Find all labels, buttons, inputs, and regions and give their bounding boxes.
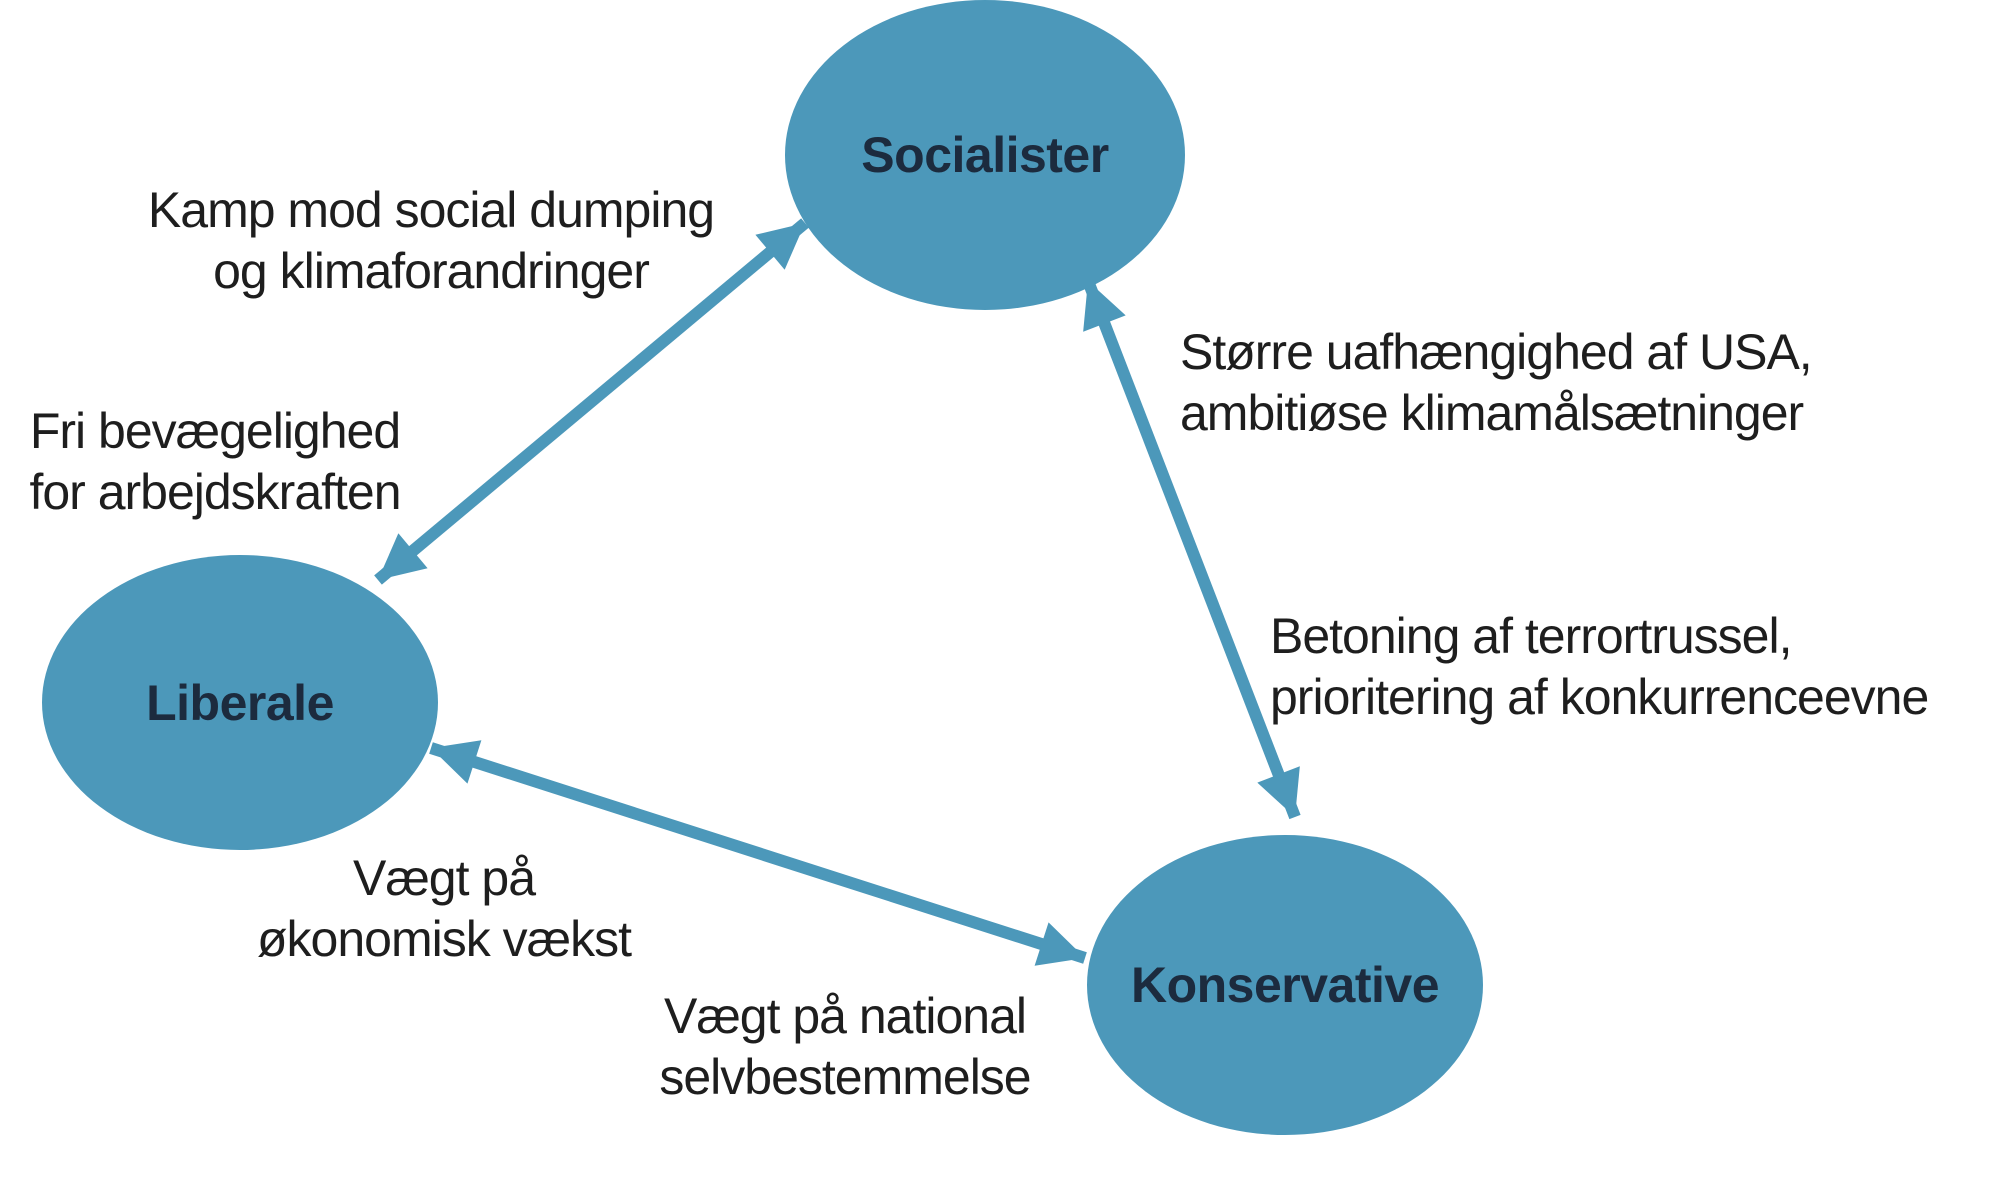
edge-label-line: økonomisk vækst xyxy=(257,911,632,967)
edge-label-line: Betoning af terrortrussel, xyxy=(1270,608,1793,664)
edge-label-line: og klimaforandringer xyxy=(213,243,650,299)
edge-label-line: Større uafhængighed af USA, xyxy=(1180,324,1813,380)
node-konservative-label: Konservative xyxy=(1130,957,1440,1013)
node-socialister-label: Socialister xyxy=(861,127,1109,183)
edge-label-stoerre-uafhaengighed: Større uafhængighed af USA, ambitiøse kl… xyxy=(1180,322,1900,444)
edge-label-line: Vægt på xyxy=(352,850,536,906)
node-konservative: Konservative xyxy=(1087,835,1483,1135)
edge-label-line: prioritering af konkurrenceevne xyxy=(1270,669,1929,725)
edge-label-vaegt-paa-national-selvbestemmelse: Vægt på national selvbestemmelse xyxy=(595,986,1095,1108)
node-liberale: Liberale xyxy=(42,555,438,850)
edge-label-line: Fri bevægelighed xyxy=(29,403,401,459)
node-liberale-label: Liberale xyxy=(146,674,334,731)
edge-label-line: for arbejdskraften xyxy=(29,464,401,520)
double-arrow-socialister-konservative-icon xyxy=(1082,278,1301,820)
edge-label-fri-bevaegelighed: Fri bevægelighed for arbejdskraften xyxy=(0,401,430,523)
double-arrow-liberale-socialister-icon xyxy=(374,218,809,585)
edge-label-vaegt-paa-oekonomisk-vaekst: Vægt på økonomisk vækst xyxy=(194,848,694,970)
double-arrow-liberale-konservative-icon xyxy=(429,740,1087,966)
edge-label-line: Kamp mod social dumping xyxy=(147,182,715,238)
edge-label-kamp-mod-social-dumping: Kamp mod social dumping og klimaforandri… xyxy=(81,180,781,302)
edge-label-betoning-af-terrortrussel: Betoning af terrortrussel, prioritering … xyxy=(1270,606,1990,728)
edge-label-line: selvbestemmelse xyxy=(659,1049,1031,1105)
node-socialister: Socialister xyxy=(785,0,1185,310)
edge-label-line: ambitiøse klimamålsætninger xyxy=(1180,385,1804,441)
edge-label-line: Vægt på national xyxy=(663,988,1027,1044)
